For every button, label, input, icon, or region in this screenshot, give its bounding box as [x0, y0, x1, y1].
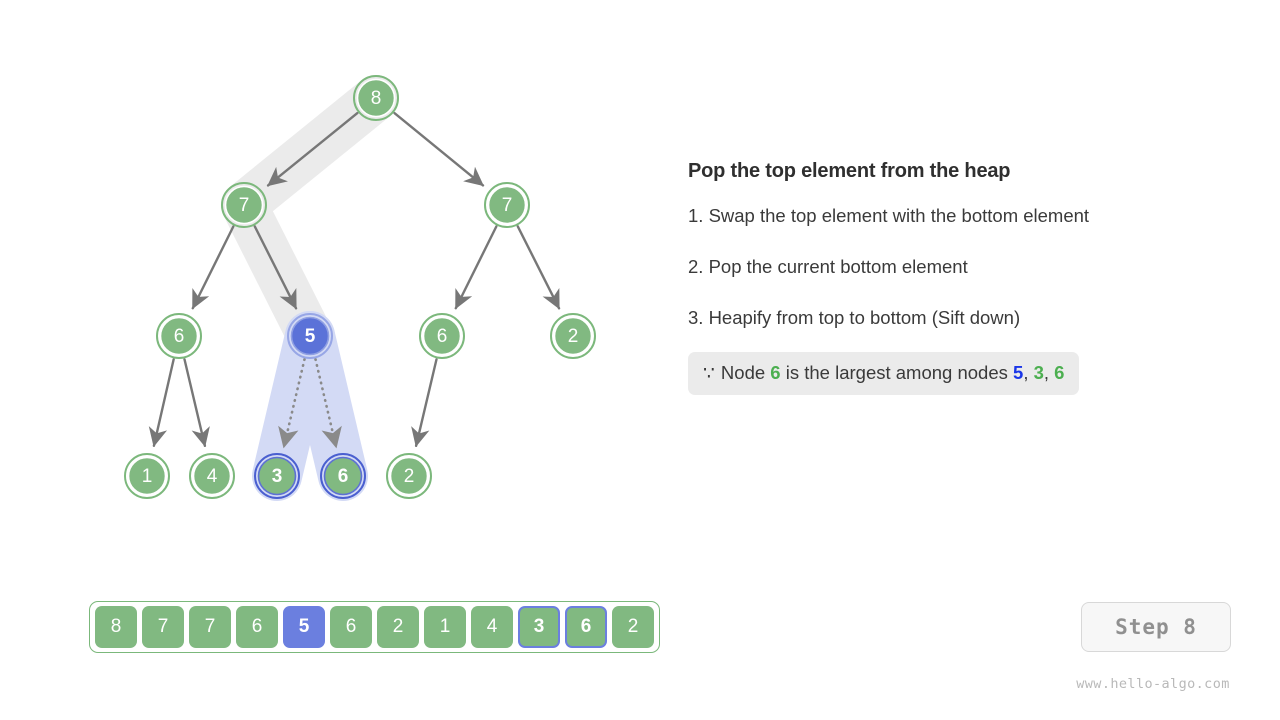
node-value-label: 1	[142, 466, 153, 487]
node-circle	[192, 456, 232, 496]
hint-sep-2: ,	[1043, 362, 1055, 383]
tree-edges	[148, 111, 561, 449]
node-outer-ring	[550, 313, 596, 359]
tree-node[interactable]: 7	[484, 182, 530, 228]
node-circle	[356, 78, 396, 118]
array-cell[interactable]: 2	[612, 606, 654, 648]
hint-compare-c: 6	[1054, 362, 1065, 383]
node-circle	[553, 316, 593, 356]
node-value-label: 7	[502, 195, 513, 216]
tree-node[interactable]: 8	[353, 75, 399, 121]
tree-node[interactable]: 2	[550, 313, 596, 359]
node-outer-ring	[320, 453, 366, 499]
page-title: Pop the top element from the heap	[688, 160, 1011, 182]
array-cell[interactable]: 4	[471, 606, 513, 648]
tree-node[interactable]: 1	[124, 453, 170, 499]
node-outer-ring	[353, 75, 399, 121]
hint-sep-1: ,	[1023, 362, 1034, 383]
node-outer-ring	[484, 182, 530, 228]
node-value-label: 7	[239, 195, 250, 216]
array-cell[interactable]: 6	[236, 606, 278, 648]
node-value-label: 2	[568, 326, 579, 347]
node-circle	[257, 456, 297, 496]
node-value-label: 6	[338, 466, 349, 487]
tree-node[interactable]: 6	[419, 313, 465, 359]
node-value-label: 6	[437, 326, 448, 347]
node-circle	[224, 185, 264, 225]
tree-node[interactable]: 6	[320, 453, 366, 499]
array-cell[interactable]: 2	[377, 606, 419, 648]
node-outer-ring	[124, 453, 170, 499]
node-outer-ring	[287, 313, 333, 359]
node-circle	[323, 456, 363, 496]
node-value-label: 8	[371, 88, 382, 109]
hint-node-value: 6	[770, 362, 781, 383]
tree-edge	[191, 225, 235, 310]
tree-node[interactable]: 6	[156, 313, 202, 359]
hint-text-2: is the largest among nodes	[780, 362, 1014, 383]
tree-edge	[454, 225, 498, 310]
array-cell[interactable]: 1	[424, 606, 466, 648]
instruction-step-2: 2. Pop the current bottom element	[688, 256, 968, 277]
node-value-label: 2	[404, 466, 415, 487]
node-outer-ring	[221, 182, 267, 228]
path-highlight-band	[221, 75, 399, 359]
because-symbol-icon: ∵	[703, 362, 716, 383]
hint-text-1: Node	[715, 362, 771, 383]
binary-heap-tree: 8 7 7 6 5 6 2 1 4 3 6 2	[124, 75, 596, 501]
tree-edge	[411, 358, 438, 448]
node-outer-ring	[419, 313, 465, 359]
tree-edge	[516, 225, 561, 310]
node-outer-ring	[189, 453, 235, 499]
node-outer-ring	[386, 453, 432, 499]
tree-node[interactable]: 2	[386, 453, 432, 499]
tree-node[interactable]: 5	[287, 313, 333, 359]
reason-hint-box: ∵ Node 6 is the largest among nodes 5, 3…	[688, 352, 1080, 395]
node-circle	[389, 456, 429, 496]
array-cell[interactable]: 3	[518, 606, 560, 648]
array-cell[interactable]: 7	[142, 606, 184, 648]
array-cell[interactable]: 6	[330, 606, 372, 648]
instruction-step-1: 1. Swap the top element with the bottom …	[688, 205, 1090, 226]
node-circle	[127, 456, 167, 496]
node-value-label: 4	[207, 466, 218, 487]
node-circle	[422, 316, 462, 356]
sift-down-path-highlight	[221, 75, 399, 359]
tree-nodes: 8 7 7 6 5 6 2 1 4 3 6 2	[124, 75, 596, 499]
tree-edge	[266, 111, 359, 187]
tree-edge	[183, 358, 210, 448]
tree-edge	[253, 225, 298, 310]
node-circle	[290, 316, 330, 356]
hint-compare-b: 3	[1033, 362, 1044, 383]
tree-node[interactable]: 3	[254, 453, 300, 499]
instruction-step-3: 3. Heapify from top to bottom (Sift down…	[688, 307, 1021, 328]
array-cell[interactable]: 8	[95, 606, 137, 648]
array-cell[interactable]: 6	[565, 606, 607, 648]
step-counter-badge: Step 8	[1081, 602, 1231, 652]
node-value-label: 5	[305, 326, 316, 347]
tree-node[interactable]: 4	[189, 453, 235, 499]
tree-edge	[148, 358, 175, 447]
node-outer-ring	[156, 313, 202, 359]
array-cell[interactable]: 5	[283, 606, 325, 648]
explanation-panel: Pop the top element from the heap 1. Swa…	[688, 160, 1228, 395]
node-circle	[487, 185, 527, 225]
node-circle	[159, 316, 199, 356]
tree-node[interactable]: 7	[221, 182, 267, 228]
tree-edge	[393, 111, 485, 187]
node-value-label: 3	[272, 466, 283, 487]
node-outer-ring	[254, 453, 300, 499]
node-value-label: 6	[174, 326, 185, 347]
hint-compare-a: 5	[1013, 362, 1024, 383]
watermark-url: www.hello-algo.com	[1076, 676, 1230, 692]
array-cell[interactable]: 7	[189, 606, 231, 648]
